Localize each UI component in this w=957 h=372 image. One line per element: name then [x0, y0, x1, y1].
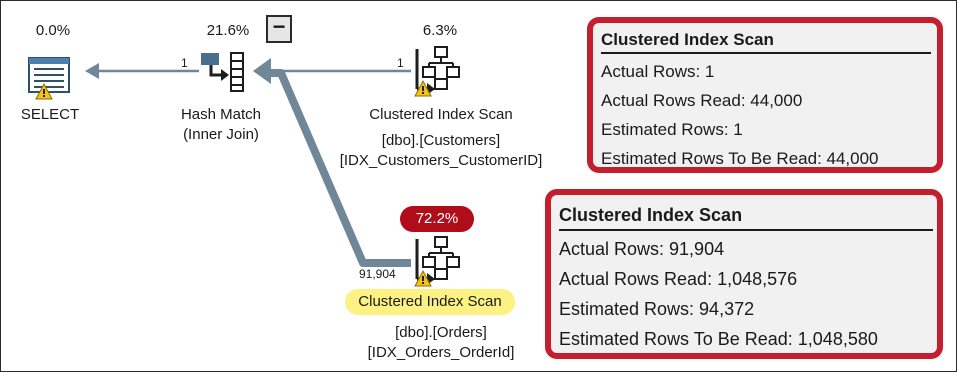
customers-scan-object-line1: [dbo].[Customers] [381, 132, 501, 149]
clustered-index-scan-icon [414, 236, 460, 287]
select-node[interactable] [26, 53, 74, 101]
arrow-head-select [85, 63, 99, 79]
warning-icon [414, 79, 432, 97]
tooltip-orders-estimated-rows-to-read: Estimated Rows To Be Read: 1,048,580 [559, 329, 878, 349]
warning-icon [414, 269, 432, 287]
orders-scan-object-line1: [dbo].[Orders] [395, 324, 487, 341]
hash-match-node[interactable] [197, 47, 251, 97]
customers-scan-label: Clustered Index Scan [369, 106, 513, 123]
tooltip-orders-estimated-rows: Estimated Rows: 94,372 [559, 299, 755, 319]
tooltip-customers-estimated-rows-to-read: Estimated Rows To Be Read: 44,000 [601, 149, 879, 168]
orders-scan-object-line2: [IDX_Orders_OrderId] [367, 344, 515, 361]
arrow-orders-to-hash [263, 69, 411, 267]
warning-icon [35, 82, 53, 100]
hash-match-icon [201, 52, 244, 92]
orders-scan-cost-badge: 72.2% [400, 206, 474, 232]
tooltip-orders-scan: Clustered Index Scan Actual Rows: 91,904… [545, 189, 943, 359]
select-icon [28, 57, 70, 100]
arrow-head-hash [253, 58, 271, 84]
tooltip-customers-scan: Clustered Index Scan Actual Rows: 1 Actu… [587, 17, 943, 173]
tooltip-customers-actual-rows-read: Actual Rows Read: 44,000 [601, 91, 803, 110]
tooltip-orders-actual-rows-read: Actual Rows Read: 1,048,576 [559, 269, 798, 289]
select-label: SELECT [20, 106, 80, 123]
tooltip-orders-actual-rows: Actual Rows: 91,904 [559, 239, 725, 259]
hash-match-label-line1: Hash Match [180, 106, 262, 123]
customers-scan-cost: 6.3% [422, 22, 458, 39]
select-cost: 0.0% [35, 22, 71, 39]
clustered-index-scan-icon [414, 46, 460, 97]
collapse-button[interactable]: − [266, 15, 292, 43]
rowcount-orders-to-hash: 91,904 [359, 267, 396, 281]
tooltip-customers-estimated-rows: Estimated Rows: 1 [601, 120, 743, 139]
hash-match-cost: 21.6% [206, 22, 250, 39]
customers-scan-object-line2: [IDX_Customers_CustomerID] [339, 152, 543, 169]
orders-scan-label: Clustered Index Scan [345, 289, 515, 315]
orders-scan-node[interactable] [413, 235, 465, 287]
rowcount-hash-to-select: 1 [181, 56, 188, 70]
tooltip-customers-actual-rows: Actual Rows: 1 [601, 62, 715, 81]
minus-icon: − [272, 14, 286, 39]
hash-match-label-line2: (Inner Join) [183, 126, 259, 143]
tooltip-orders-title: Clustered Index Scan [559, 201, 933, 231]
tooltip-customers-title: Clustered Index Scan [601, 28, 931, 54]
rowcount-customers-to-hash: 1 [397, 56, 404, 70]
customers-scan-node[interactable] [413, 45, 465, 97]
